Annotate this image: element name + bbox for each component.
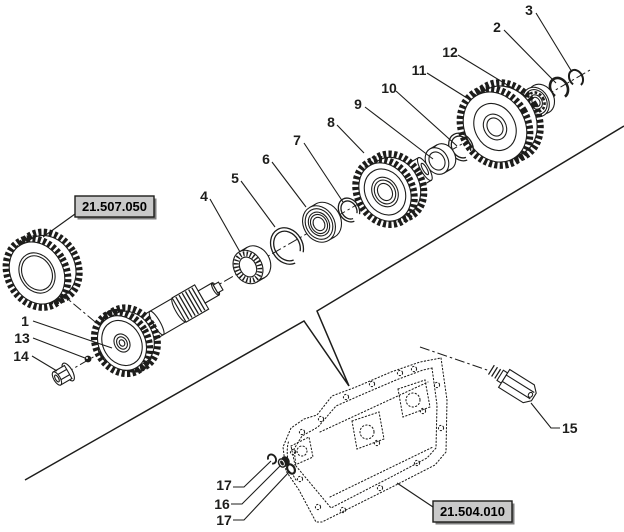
callout-15: 15 [562,420,578,436]
callout-14: 14 [13,348,29,364]
plug-16 [277,456,290,468]
bearing-6 [302,201,343,243]
callout-13: 13 [14,330,30,346]
ref-box-21504010-label[interactable]: 21.504.010 [440,504,505,519]
callout-6: 6 [262,151,270,167]
callout-5: 5 [231,170,239,186]
leader-16 [231,465,281,505]
leader-12 [457,54,528,98]
plug-centerline [419,346,491,372]
splined-bushing-4 [232,245,272,285]
callout-1: 1 [21,313,29,329]
ref-box-21507050-label[interactable]: 21.507.050 [82,199,147,214]
leader-3 [535,12,573,73]
leader-lines [31,12,573,521]
callout-8: 8 [327,114,335,130]
leader-13 [32,337,86,359]
leader-15 [530,402,560,429]
callout-16: 16 [214,496,230,512]
leader-1 [32,320,113,349]
detent-ball-13 [84,355,92,363]
leader-17a [233,460,272,488]
callout-9: 9 [354,96,362,112]
callout-3: 3 [525,2,533,18]
callout-7: 7 [293,132,301,148]
callout-12: 12 [442,44,458,60]
leader-17b [233,470,291,521]
leader-7 [303,142,344,203]
leader-10 [395,90,458,147]
housing-fork-c [290,436,314,466]
ref-box-21504010[interactable]: 21.504.010 [432,500,515,525]
leader-6 [271,161,307,208]
gear-11 [456,79,544,169]
gear-1 [90,304,161,378]
snap-ring-3 [567,68,585,88]
housing-ridge-top [319,381,429,433]
leader-4 [209,198,241,253]
leader-8 [336,124,365,154]
housing-fork-a [351,411,385,450]
callout-10: 10 [381,80,397,96]
leader-11 [426,72,468,99]
housing-inner-outline [293,367,438,509]
leader-2 [503,29,557,84]
ref-box-21504010-rect[interactable] [432,500,513,523]
leader-9 [364,106,434,160]
callout-11: 11 [412,62,427,78]
hex-plug-15 [487,364,537,404]
snap-ring-5 [269,227,305,265]
flange-nut-14 [51,362,75,386]
ref-box-21507050[interactable]: 21.507.050 [74,195,157,220]
callout-2: 2 [493,19,501,35]
leader-14 [31,355,58,372]
callout-4: 4 [200,188,208,204]
leader-5 [240,180,276,228]
spacer-ring-9 [424,143,457,175]
snap-ring-7 [337,197,361,223]
separator-pointer-line [24,125,624,481]
gear-21507050 [2,228,83,311]
callout-17b: 17 [216,512,232,528]
leader-refbox-left [42,213,76,238]
housing-bolt-holes [289,365,445,514]
housing-cover [282,357,448,523]
leader-refbox-bottom [396,482,434,508]
ref-box-21507050-rect[interactable] [74,195,155,218]
gear-8 [352,150,433,228]
housing-outer-outline [282,357,448,523]
callout-labels: 1 2 3 4 5 6 7 8 9 10 11 12 13 14 15 16 1… [13,2,578,528]
housing-ridge-bottom [329,446,434,498]
snap-ring-17a [266,453,278,465]
callout-17a: 17 [216,477,232,493]
housing-fork-b [397,379,431,418]
